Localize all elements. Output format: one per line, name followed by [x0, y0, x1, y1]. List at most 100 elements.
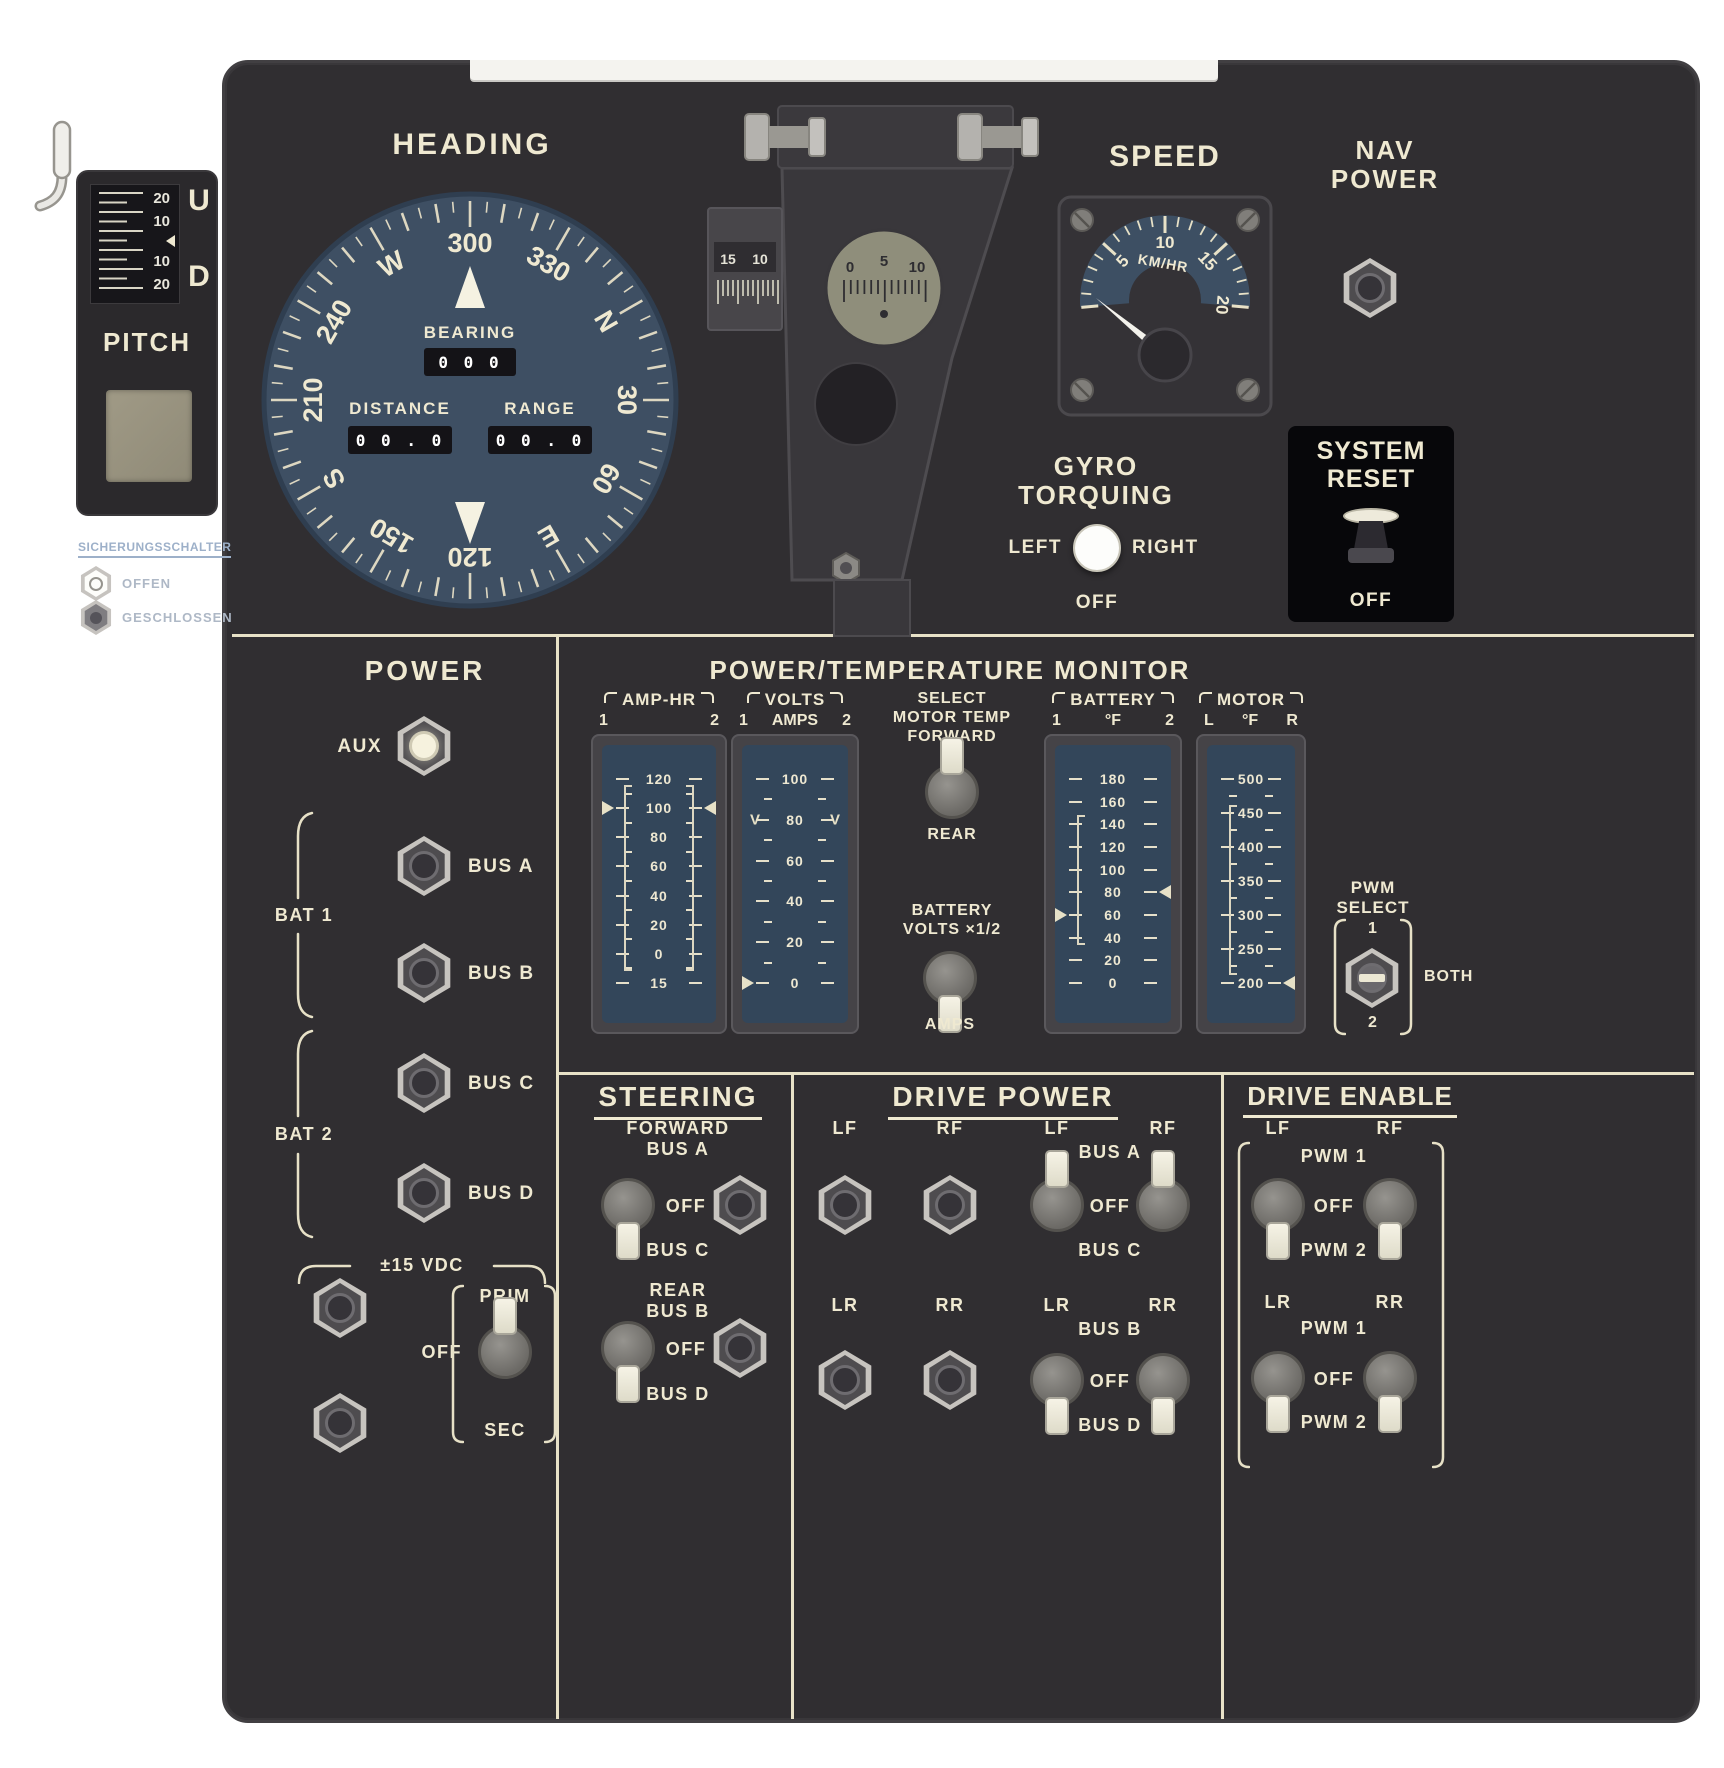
- bus-a-breaker[interactable]: [396, 836, 452, 896]
- drive-power-rr-bus-toggle[interactable]: [1134, 1325, 1192, 1435]
- divider: [1221, 1074, 1224, 1719]
- drive-power-lr-breaker[interactable]: [817, 1350, 873, 1410]
- gauge-scale-row: 0: [1061, 975, 1165, 991]
- gauge-minor-tick: [1213, 795, 1289, 797]
- svg-text:120: 120: [447, 542, 492, 572]
- pwm-select-label: PWM SELECT: [1336, 878, 1410, 918]
- gauge-minor-tick: [608, 850, 710, 853]
- bat1-bracket: [296, 811, 314, 1019]
- gauge-scale-row: 140: [1061, 816, 1165, 832]
- drive-power-lf-breaker[interactable]: [817, 1175, 873, 1235]
- system-reset-base: [1348, 548, 1394, 563]
- battery-volts-amps-toggle[interactable]: [921, 923, 979, 1033]
- pwm-bracket-right: [1400, 918, 1413, 1036]
- legend-closed-label: GESCHLOSSEN: [122, 610, 233, 625]
- motor-temp-select-toggle[interactable]: [923, 737, 981, 847]
- drive-enable-pwm2b-label: PWM 2: [1300, 1412, 1368, 1432]
- drive-power-rf-bus-toggle[interactable]: [1134, 1150, 1192, 1260]
- gauge-pointer-icon: [704, 801, 716, 815]
- nav-power-breaker[interactable]: [1342, 258, 1398, 318]
- pitch-scale-value: 20: [153, 276, 170, 293]
- steering-rear-off-label: OFF: [665, 1339, 707, 1359]
- gyro-line2: TORQUING: [1018, 479, 1174, 510]
- drive-enable-lr-toggle[interactable]: [1249, 1323, 1307, 1433]
- drive-power-lf-label: LF: [832, 1118, 858, 1138]
- pitch-up-label: U: [188, 184, 210, 217]
- shadow-dot-icon: [880, 310, 888, 318]
- gauge-minor-tick: [748, 920, 842, 923]
- drive-enable-pwm1a-label: PWM 1: [1300, 1146, 1368, 1166]
- drive-enable-bracket-left: [1237, 1141, 1250, 1469]
- gauge-scale-row: 100: [1061, 862, 1165, 878]
- bearing-value: 0 0 0: [438, 353, 501, 372]
- gauge-minor-tick: [608, 792, 710, 795]
- heading-compass: BEARING 0 0 0 DISTANCE 0 0 . 0 RANGE 0 0…: [261, 191, 679, 609]
- vdc-label: ±15 VDC: [380, 1255, 464, 1275]
- drive-power-lf2-label: LF: [1044, 1118, 1070, 1138]
- gauge-pointer-icon: [742, 976, 754, 990]
- gauge-minor-tick: [608, 879, 710, 882]
- prim-sec-toggle[interactable]: [476, 1297, 534, 1407]
- vdc-breaker-2[interactable]: [312, 1393, 368, 1453]
- range-display: [488, 426, 592, 454]
- gauge-scale-row: 100: [608, 800, 710, 816]
- drive-power-lf-bus-toggle[interactable]: [1028, 1150, 1086, 1260]
- gauge-scale-row: 350: [1213, 873, 1289, 889]
- gyro-off-label: OFF: [1075, 592, 1119, 613]
- gyro-right-label: RIGHT: [1132, 537, 1199, 558]
- drive-enable-lr-label: LR: [1264, 1292, 1292, 1312]
- pull-handle[interactable]: [34, 118, 90, 212]
- gauge-marker-label: V: [750, 811, 761, 829]
- drive-power-off2-label: OFF: [1089, 1371, 1131, 1391]
- drive-power-rf-label: RF: [936, 1118, 964, 1138]
- svg-text:30: 30: [612, 385, 642, 415]
- device-foot: [833, 579, 911, 637]
- pitch-pointer-icon: [166, 235, 175, 247]
- steering-rear-breaker[interactable]: [712, 1318, 768, 1378]
- nav-power-line2: POWER: [1330, 163, 1440, 194]
- divider: [556, 636, 559, 1719]
- divider: [791, 1074, 794, 1719]
- drive-power-lr-bus-toggle[interactable]: [1028, 1325, 1086, 1435]
- battery-amps-label: AMPS: [924, 1016, 976, 1033]
- drive-power-rr-breaker[interactable]: [922, 1350, 978, 1410]
- drive-enable-pwm2a-label: PWM 2: [1300, 1240, 1368, 1260]
- clamp-knob[interactable]: [957, 113, 1039, 161]
- drive-power-rf-breaker[interactable]: [922, 1175, 978, 1235]
- power-title: POWER: [364, 655, 486, 686]
- drive-enable-rr-toggle[interactable]: [1361, 1323, 1419, 1433]
- gyro-torquing-knob[interactable]: [1073, 524, 1121, 572]
- steering-forward-toggle[interactable]: [599, 1150, 657, 1260]
- side-scale-window: [714, 242, 776, 272]
- vdc-breaker-1[interactable]: [312, 1278, 368, 1338]
- gauge-scale-row: 500: [1213, 771, 1289, 787]
- gauge-scale-row: 60: [608, 858, 710, 874]
- aux-breaker[interactable]: [396, 716, 452, 776]
- steering-rear-toggle[interactable]: [599, 1293, 657, 1403]
- steering-forward-breaker[interactable]: [712, 1175, 768, 1235]
- clamp-knob[interactable]: [744, 113, 826, 161]
- drive-power-lr-label: LR: [831, 1295, 859, 1315]
- distance-label: DISTANCE: [349, 399, 451, 418]
- drive-enable-rf-toggle[interactable]: [1361, 1150, 1419, 1260]
- drive-enable-lf-toggle[interactable]: [1249, 1150, 1307, 1260]
- shadow-scale-value: 10: [909, 259, 926, 276]
- range-value: 0 0 . 0: [496, 431, 584, 450]
- system-reset-line2: RESET: [1326, 464, 1416, 493]
- distance-value: 0 0 . 0: [356, 431, 444, 450]
- gauge-pointer-icon: [602, 801, 614, 815]
- bus-b-breaker[interactable]: [396, 943, 452, 1003]
- bus-c-breaker[interactable]: [396, 1053, 452, 1113]
- drive-power-title: DRIVE POWER: [853, 1081, 1153, 1120]
- pwm-both-label: BOTH: [1424, 968, 1474, 985]
- gauge-scale-row: 20: [1061, 952, 1165, 968]
- gauge-scale-row: 40: [748, 893, 842, 909]
- pwm-select-switch[interactable]: [1344, 948, 1400, 1008]
- drive-enable-lf-label: LF: [1265, 1118, 1291, 1138]
- bus-d-breaker[interactable]: [396, 1163, 452, 1223]
- bezel-screw-icon: [1070, 208, 1260, 402]
